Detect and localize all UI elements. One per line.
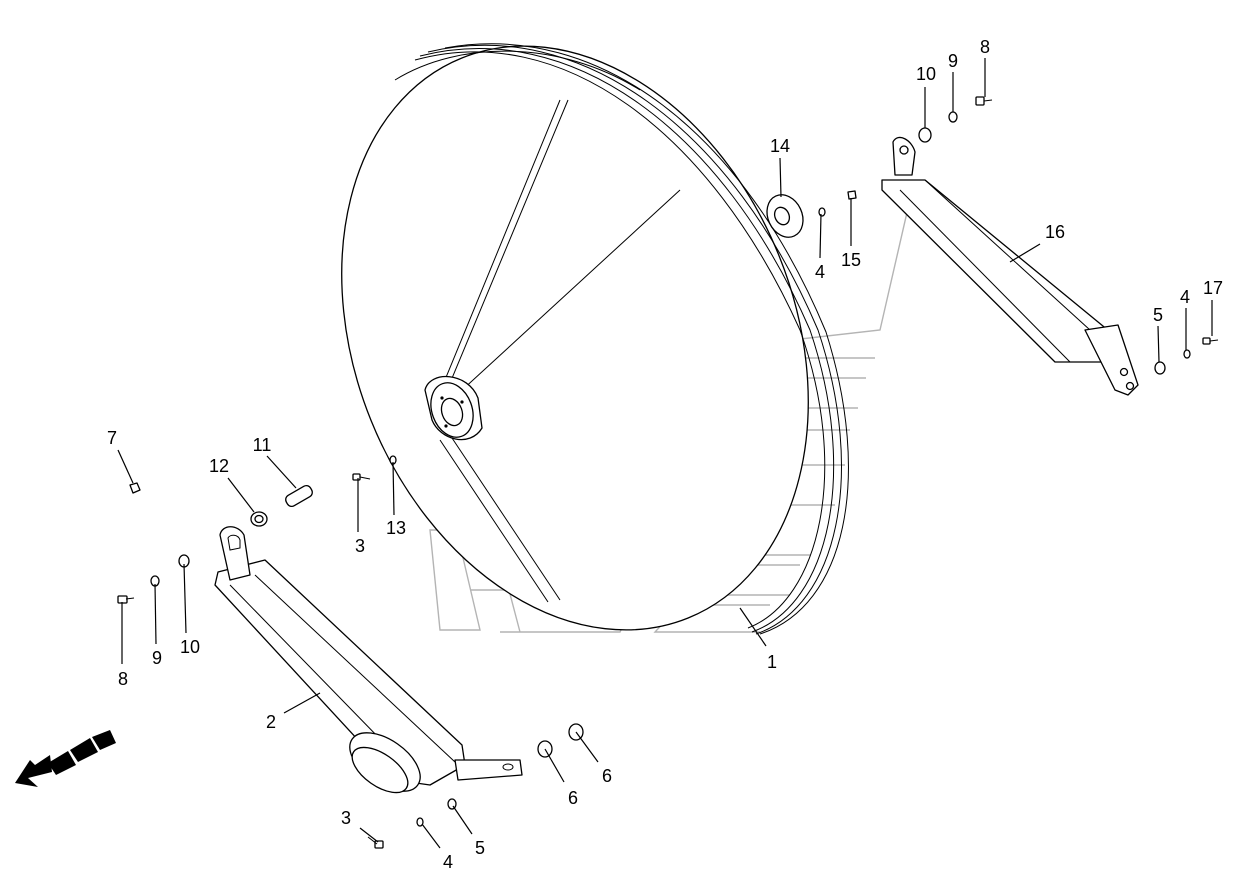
callout-4-flange: 4 xyxy=(815,262,825,282)
part-2-left-support-arm xyxy=(214,526,523,794)
leader-lines xyxy=(117,58,1213,849)
callout-3-upper: 3 xyxy=(355,536,365,556)
screen-hub-flange xyxy=(424,376,483,441)
callout-10-right: 10 xyxy=(916,64,936,84)
callout-12: 12 xyxy=(209,456,229,476)
callout-13: 13 xyxy=(386,518,406,538)
callout-5-right: 5 xyxy=(1153,305,1163,325)
hardware-items xyxy=(117,96,1219,849)
callout-6-left: 6 xyxy=(568,788,578,808)
callout-2: 2 xyxy=(266,712,276,732)
callout-9-right: 9 xyxy=(948,51,958,71)
callout-14: 14 xyxy=(770,136,790,156)
callout-5-lower: 5 xyxy=(475,838,485,858)
callout-7: 7 xyxy=(107,428,117,448)
part-16-right-support-arm xyxy=(881,136,1139,396)
callout-numbers: 1 2 3 3 4 4 4 5 5 6 6 7 8 8 9 9 10 10 11… xyxy=(107,37,1223,872)
callout-3-lower: 3 xyxy=(341,808,351,828)
callout-4-lower: 4 xyxy=(443,852,453,872)
callout-9-left: 9 xyxy=(152,648,162,668)
callout-8-right: 8 xyxy=(980,37,990,57)
part-1-large-screen xyxy=(341,43,849,635)
callout-6-right: 6 xyxy=(602,766,612,786)
callout-10-left: 10 xyxy=(180,637,200,657)
callout-15: 15 xyxy=(841,250,861,270)
direction-arrow-icon xyxy=(15,730,116,787)
callout-11: 11 xyxy=(253,435,272,455)
callout-1: 1 xyxy=(767,652,777,672)
callout-17: 17 xyxy=(1203,278,1223,298)
callout-8-left: 8 xyxy=(118,669,128,689)
callout-4-right: 4 xyxy=(1180,287,1190,307)
part-14-bearing-flange xyxy=(766,194,804,238)
callout-16: 16 xyxy=(1045,222,1065,242)
